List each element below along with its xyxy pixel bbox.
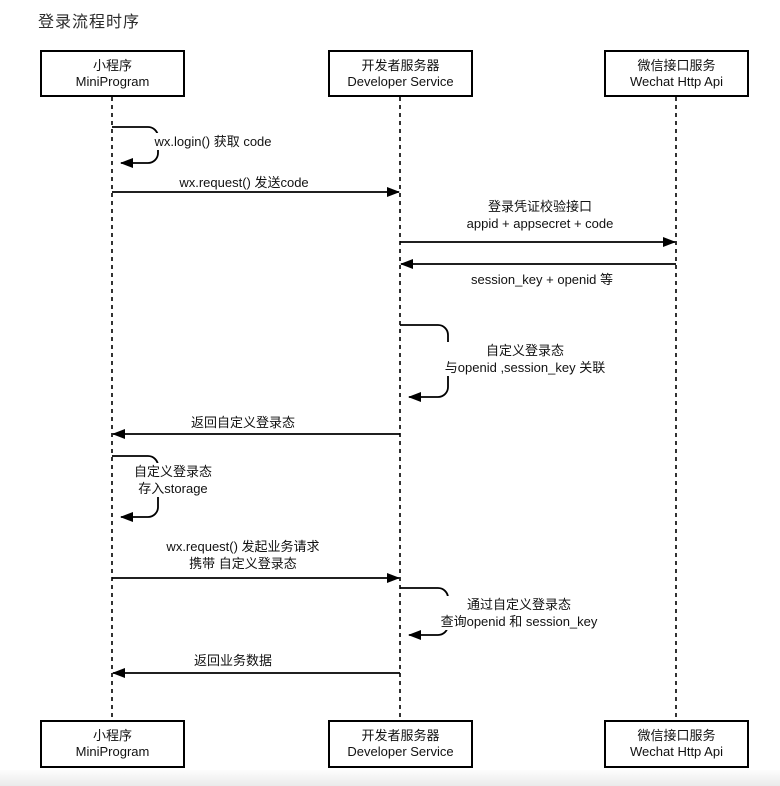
label-wx-login: wx.login() 获取 code [152, 133, 274, 150]
actor-top-wechat-api: 微信接口服务 Wechat Http Api [604, 50, 749, 97]
page-footer-strip [0, 770, 780, 786]
label-store-storage: 自定义登录态 存入storage [131, 463, 215, 497]
actor-name-en: Developer Service [347, 744, 454, 759]
label-return-business-data: 返回业务数据 [191, 652, 275, 669]
actor-name-cn: 小程序 [92, 57, 132, 73]
actor-bottom-wechat-api: 微信接口服务 Wechat Http Api [604, 720, 749, 768]
label-credential-check: 登录凭证校验接口 appid + appsecret + code [464, 198, 616, 232]
actor-top-developer-service: 开发者服务器 Developer Service [328, 50, 473, 97]
actor-name-cn: 微信接口服务 [637, 728, 716, 743]
label-query-openid: 通过自定义登录态 查询openid 和 session_key [438, 596, 600, 630]
label-business-request: wx.request() 发起业务请求 携带 自定义登录态 [164, 538, 322, 572]
actor-name-cn: 开发者服务器 [361, 57, 440, 73]
actor-name-cn: 开发者服务器 [361, 728, 440, 743]
actor-bottom-miniprogram: 小程序 MiniProgram [40, 720, 185, 768]
actor-name-cn: 微信接口服务 [637, 57, 716, 73]
actor-top-miniprogram: 小程序 MiniProgram [40, 50, 185, 97]
diagram-title: 登录流程时序 [38, 14, 141, 31]
actor-name-en: MiniProgram [75, 73, 150, 89]
label-return-login-state: 返回自定义登录态 [188, 414, 298, 431]
actor-bottom-developer-service: 开发者服务器 Developer Service [328, 720, 473, 768]
label-session-key-return: session_key + openid 等 [468, 271, 616, 288]
actor-name-en: Wechat Http Api [630, 744, 723, 759]
actor-name-en: Wechat Http Api [630, 73, 723, 89]
label-send-code: wx.request() 发送code [177, 174, 311, 191]
self-message-wx-login [112, 126, 159, 168]
actor-name-en: Developer Service [347, 73, 454, 89]
actor-name-en: MiniProgram [75, 744, 150, 759]
self-message-custom-login-state [400, 324, 449, 402]
actor-name-cn: 小程序 [92, 728, 132, 743]
label-custom-login-state: 自定义登录态 与openid ,session_key 关联 [442, 342, 608, 376]
